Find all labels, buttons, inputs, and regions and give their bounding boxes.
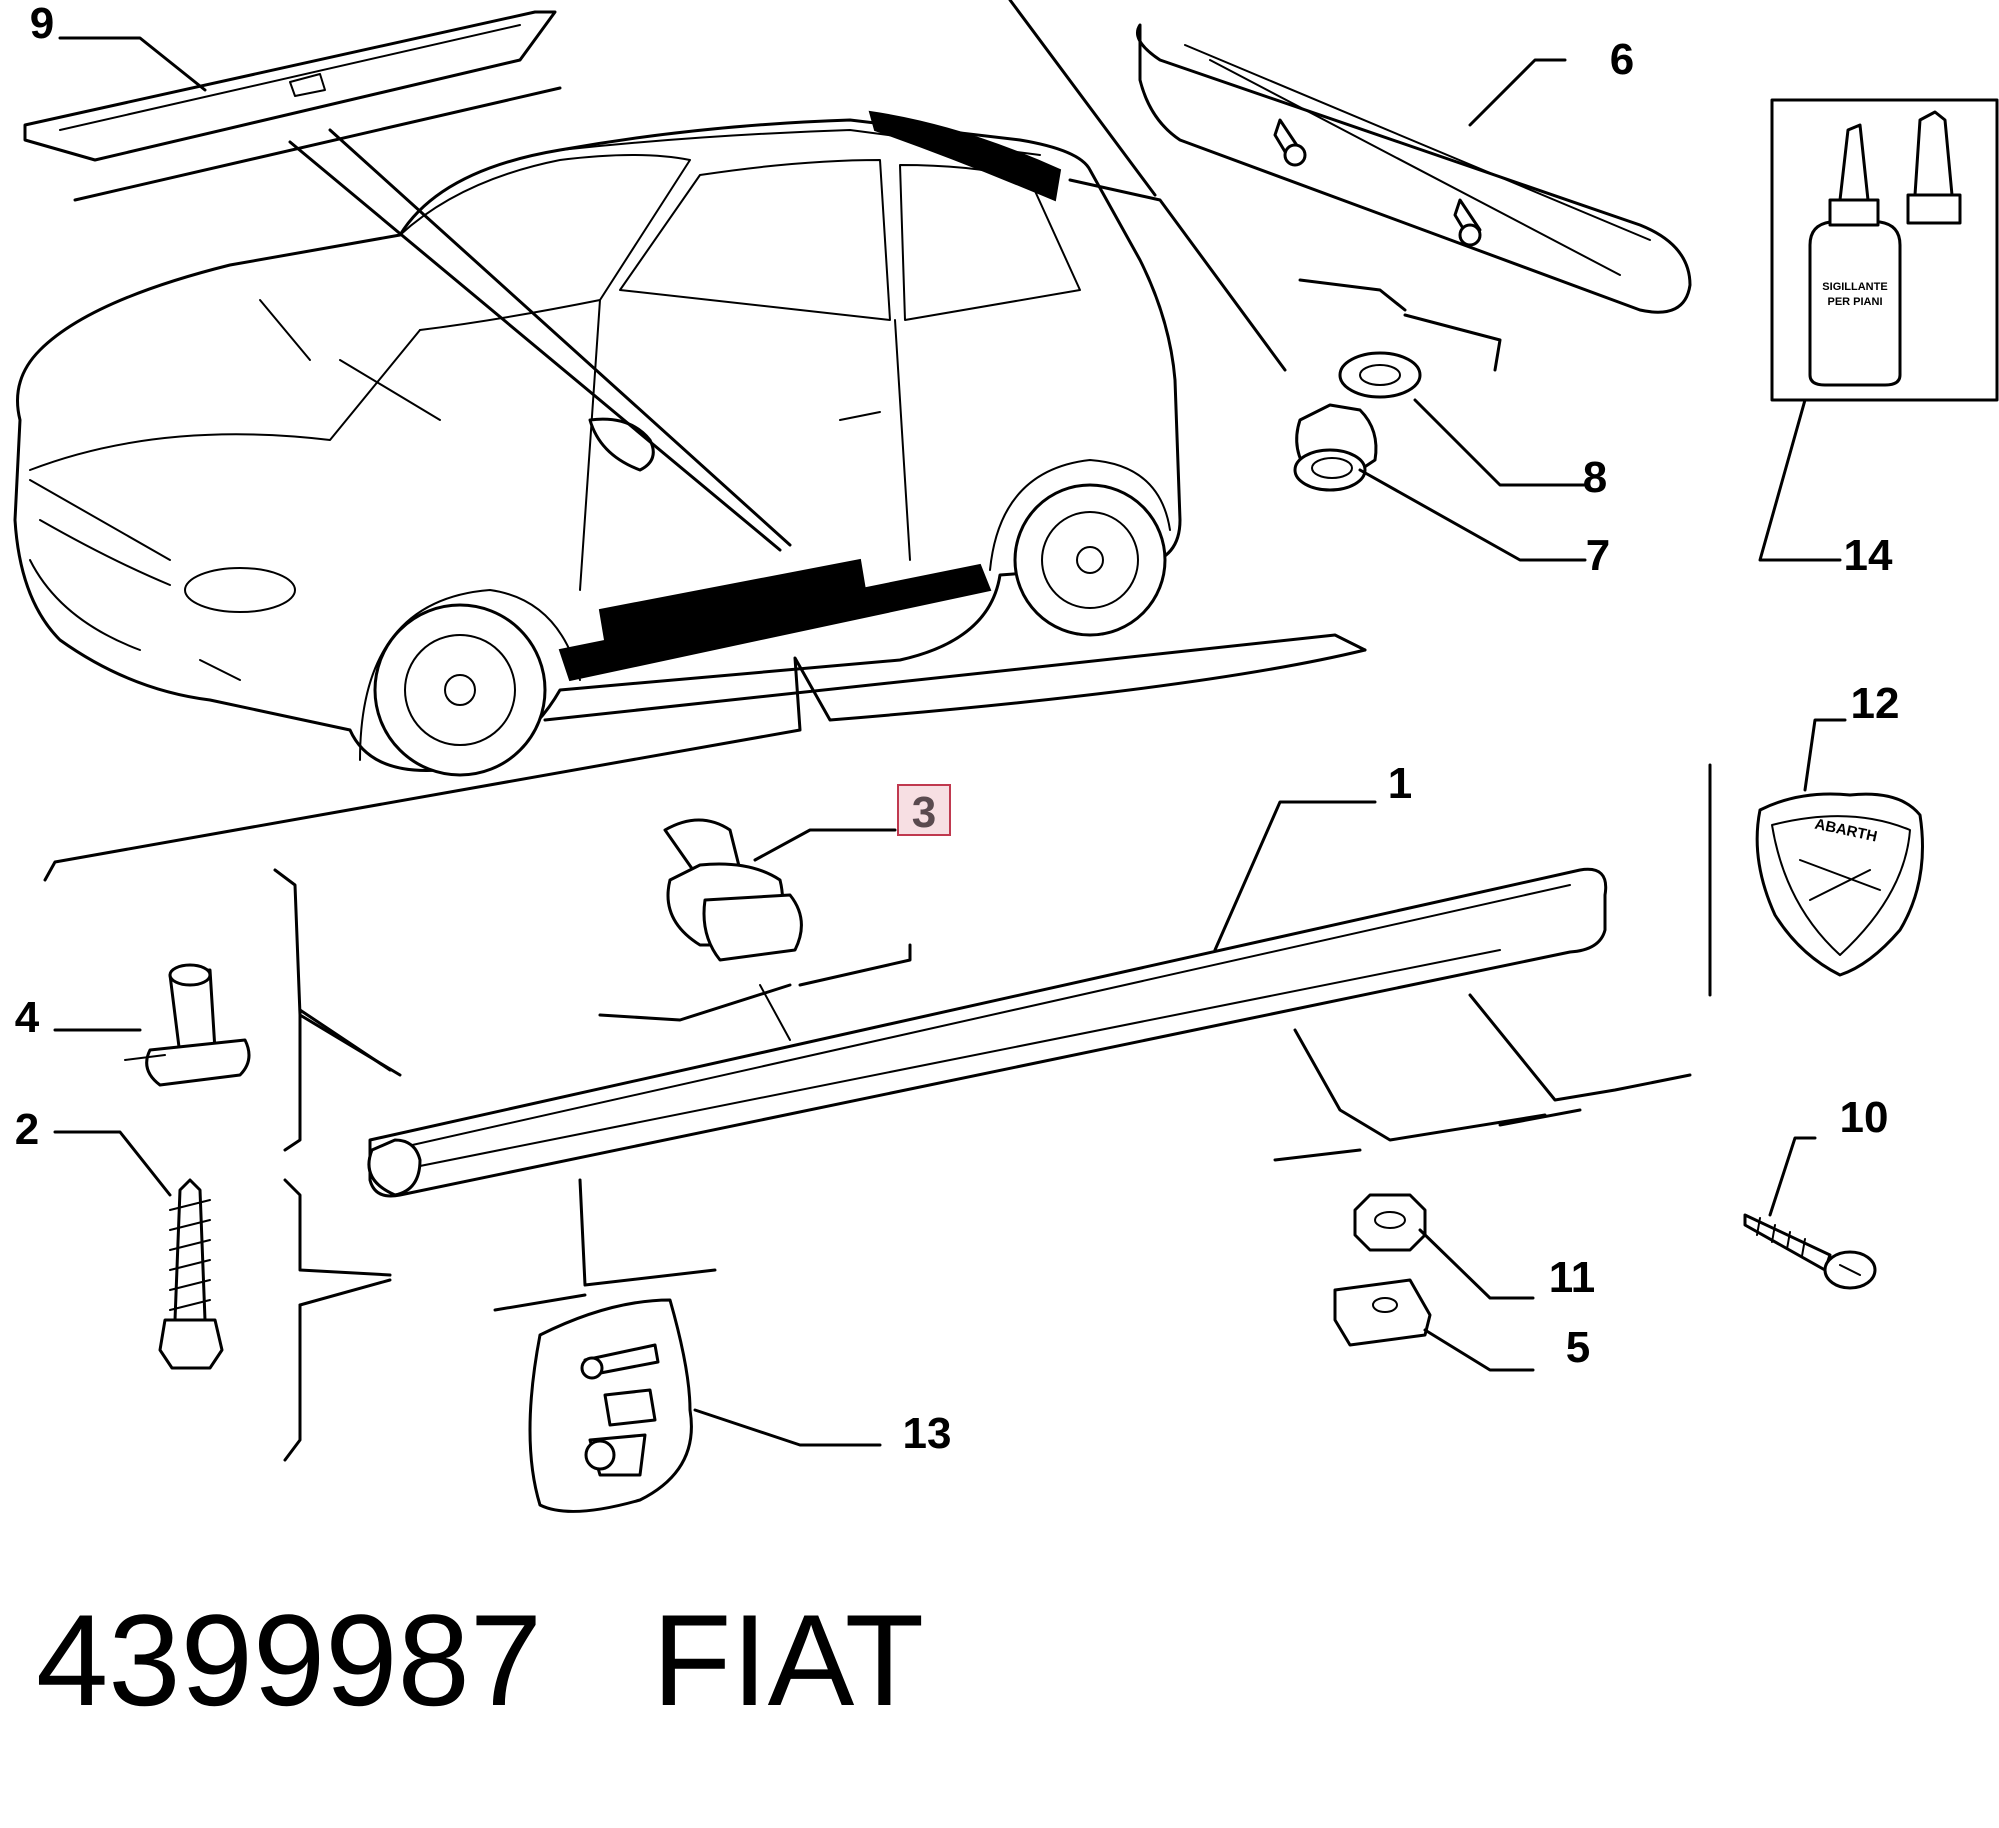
callout-10: 10 (1840, 1093, 1889, 1142)
callout-3: 3 (912, 788, 936, 837)
part-7-nut (1293, 403, 1378, 492)
part-10-screw (1743, 1213, 1877, 1290)
part-1-side-skirt (367, 867, 1608, 1198)
part-11-nut (1353, 1193, 1427, 1252)
callout-3-highlight (897, 784, 951, 836)
callout-14: 14 (1844, 531, 1893, 580)
callout-8: 8 (1583, 453, 1607, 502)
part-2-screw (158, 1178, 224, 1370)
callout-2: 2 (15, 1105, 39, 1154)
callout-1: 1 (1388, 759, 1412, 808)
guide-lines (43, 0, 1712, 1462)
part-5-speed-clip (1333, 1278, 1432, 1347)
part-12-abarth-emblem: ABARTH (1755, 792, 1924, 977)
callout-7: 7 (1586, 531, 1610, 580)
callout-labels: 9 6 8 7 14 12 1 3 4 2 10 11 5 13 (15, 0, 1900, 1458)
brand-name: FIAT (652, 1587, 925, 1733)
car-illustration (13, 110, 1182, 777)
part-9-sill-strip (23, 10, 557, 162)
callout-5: 5 (1566, 1323, 1590, 1372)
sealant-label-line1: SIGILLANTE (1822, 281, 1887, 293)
callout-11: 11 (1549, 1253, 1596, 1302)
part-3-clip (663, 818, 803, 962)
sealant-label-line2: PER PIANI (1827, 296, 1882, 308)
callout-9: 9 (30, 0, 54, 48)
callout-leaders (53, 36, 1847, 1447)
part-number: 4399987 (36, 1587, 543, 1733)
callout-6: 6 (1610, 35, 1634, 84)
callout-12: 12 (1851, 679, 1900, 728)
part-13-kit (528, 1298, 693, 1513)
part-6-tailgate-bar (1136, 23, 1692, 314)
part-8-washer (1338, 351, 1422, 399)
callout-13: 13 (903, 1409, 952, 1458)
callout-4: 4 (15, 993, 40, 1042)
part-4-retainer (124, 963, 251, 1087)
part-14-sealant-box: SIGILLANTE PER PIANI (1770, 98, 1999, 402)
